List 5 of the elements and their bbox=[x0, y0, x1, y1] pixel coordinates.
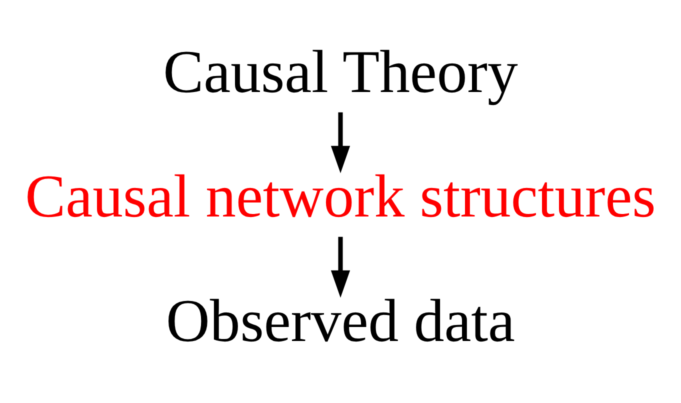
arrow bbox=[330, 236, 350, 298]
node-text: Causal network structures bbox=[25, 164, 656, 231]
arrow bbox=[330, 112, 350, 174]
node-text: Causal Theory bbox=[163, 39, 518, 106]
node-text: Observed data bbox=[166, 288, 515, 356]
